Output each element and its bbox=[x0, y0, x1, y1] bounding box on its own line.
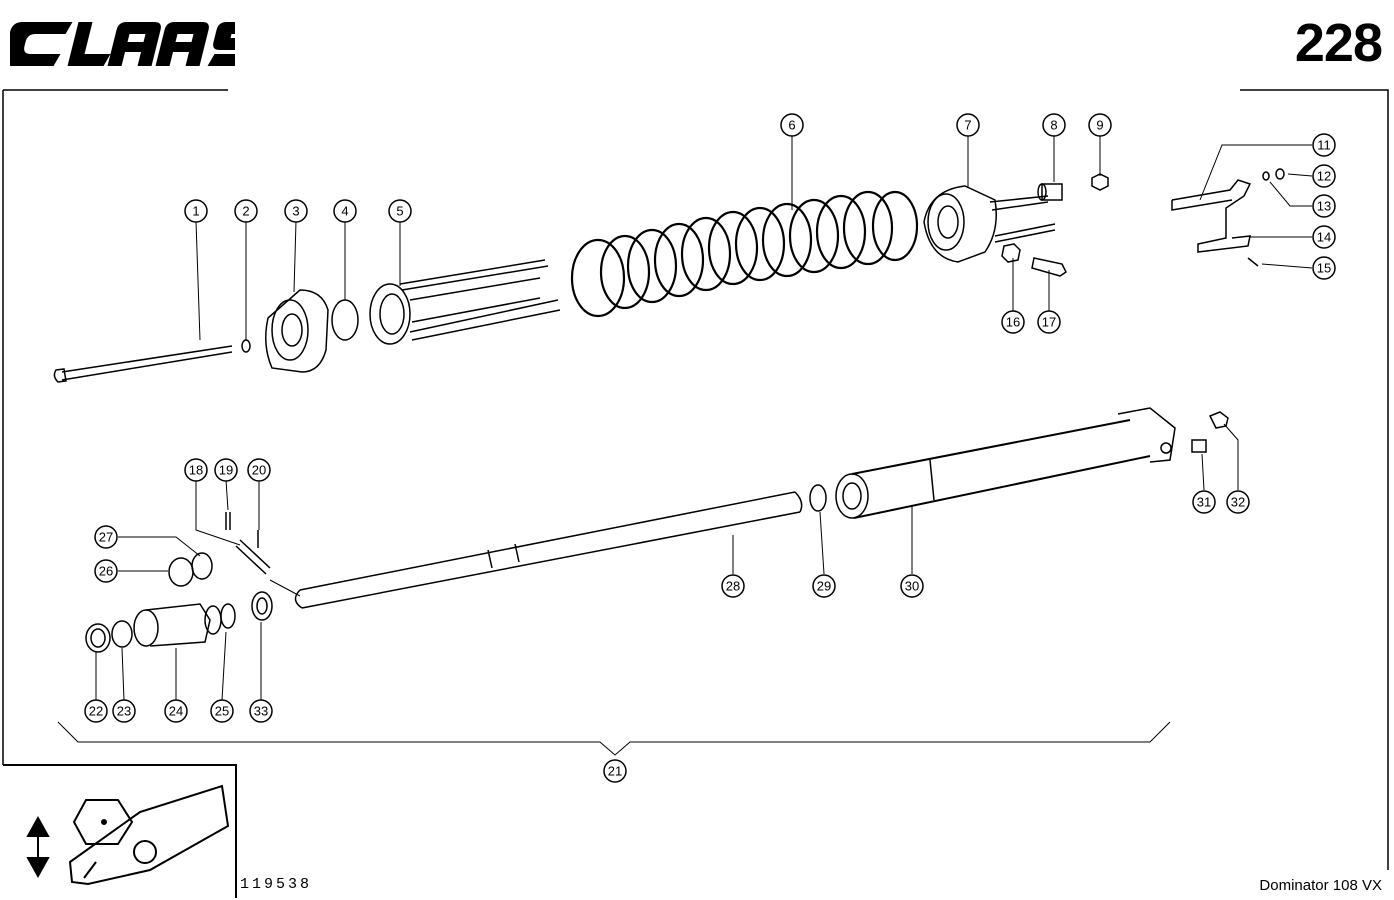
callout-30: 30 bbox=[900, 574, 924, 598]
callout-label: 7 bbox=[964, 118, 971, 133]
callout-label: 15 bbox=[1317, 261, 1331, 276]
hex-nut-icon bbox=[72, 799, 134, 845]
callout-27: 27 bbox=[94, 525, 118, 549]
callout-19: 19 bbox=[214, 458, 238, 482]
callout-label: 6 bbox=[788, 118, 795, 133]
callout-25: 25 bbox=[210, 699, 234, 723]
callout-label: 30 bbox=[905, 579, 919, 594]
callout-label: 23 bbox=[117, 704, 131, 719]
callout-label: 33 bbox=[254, 704, 268, 719]
claas-logo bbox=[10, 22, 235, 66]
callout-label: 3 bbox=[292, 204, 299, 219]
callout-label: 26 bbox=[99, 564, 113, 579]
callout-label: 1 bbox=[192, 204, 199, 219]
callout-32: 32 bbox=[1226, 490, 1250, 514]
callout-label: 11 bbox=[1317, 138, 1331, 153]
callout-label: 29 bbox=[817, 579, 831, 594]
callout-label: 16 bbox=[1006, 315, 1020, 330]
callout-6: 6 bbox=[780, 113, 804, 137]
callout-3: 3 bbox=[284, 199, 308, 223]
callout-11: 11 bbox=[1312, 133, 1336, 157]
callout-label: 19 bbox=[219, 463, 233, 478]
callout-15: 15 bbox=[1312, 256, 1336, 280]
callout-label: 21 bbox=[608, 764, 622, 779]
callout-label: 31 bbox=[1197, 495, 1211, 510]
callout-1: 1 bbox=[184, 199, 208, 223]
callout-label: 13 bbox=[1317, 199, 1331, 214]
callout-label: 28 bbox=[726, 579, 740, 594]
callout-28: 28 bbox=[721, 574, 745, 598]
callout-20: 20 bbox=[247, 458, 271, 482]
callout-21: 21 bbox=[603, 759, 627, 783]
callout-label: 14 bbox=[1317, 230, 1331, 245]
callout-16: 16 bbox=[1001, 310, 1025, 334]
callout-13: 13 bbox=[1312, 194, 1336, 218]
callout-24: 24 bbox=[164, 699, 188, 723]
callout-8: 8 bbox=[1042, 113, 1066, 137]
callout-label: 12 bbox=[1317, 169, 1331, 184]
callout-14: 14 bbox=[1312, 225, 1336, 249]
callout-5: 5 bbox=[388, 199, 412, 223]
callout-label: 9 bbox=[1096, 118, 1103, 133]
callout-label: 20 bbox=[252, 463, 266, 478]
model-name: Dominator 108 VX bbox=[1259, 877, 1382, 894]
callout-label: 8 bbox=[1050, 118, 1057, 133]
callout-label: 5 bbox=[396, 204, 403, 219]
callout-label: 24 bbox=[169, 704, 183, 719]
callout-label: 4 bbox=[341, 204, 348, 219]
callout-4: 4 bbox=[333, 199, 357, 223]
callout-29: 29 bbox=[812, 574, 836, 598]
callout-12: 12 bbox=[1312, 164, 1336, 188]
callout-18: 18 bbox=[184, 458, 208, 482]
callout-9: 9 bbox=[1088, 113, 1112, 137]
lever-arm-icon bbox=[68, 784, 230, 886]
callout-label: 17 bbox=[1042, 315, 1056, 330]
callout-33: 33 bbox=[249, 699, 273, 723]
callout-22: 22 bbox=[84, 699, 108, 723]
callout-23: 23 bbox=[112, 699, 136, 723]
callout-2: 2 bbox=[234, 199, 258, 223]
callout-31: 31 bbox=[1192, 490, 1216, 514]
drawing-number: 119538 bbox=[240, 876, 313, 893]
callout-label: 22 bbox=[89, 704, 103, 719]
callout-label: 27 bbox=[99, 530, 113, 545]
double-arrow-vertical-icon bbox=[26, 815, 50, 879]
callout-label: 18 bbox=[189, 463, 203, 478]
callout-17: 17 bbox=[1037, 310, 1061, 334]
callout-label: 32 bbox=[1231, 495, 1245, 510]
callout-label: 25 bbox=[215, 704, 229, 719]
page-number: 228 bbox=[1294, 13, 1383, 73]
callout-26: 26 bbox=[94, 559, 118, 583]
callout-label: 2 bbox=[242, 204, 249, 219]
callout-7: 7 bbox=[956, 113, 980, 137]
